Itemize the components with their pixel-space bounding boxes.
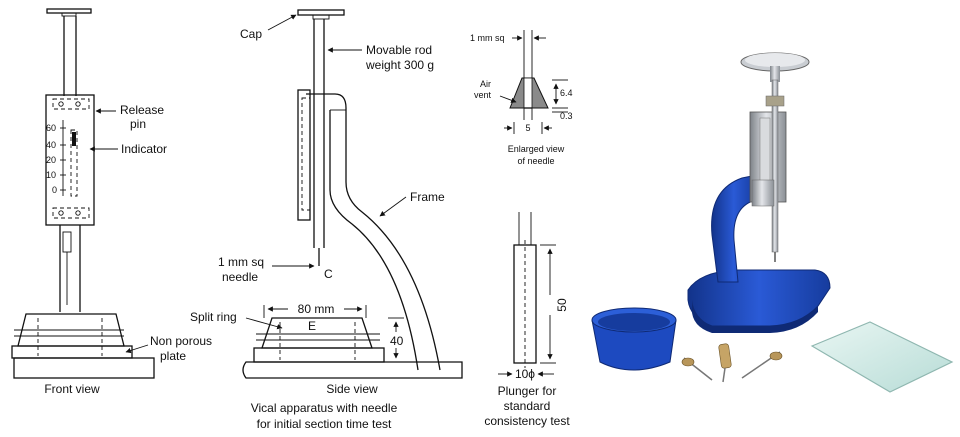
indicator-pointer: [72, 132, 76, 146]
split-ring: [261, 317, 373, 349]
release-pin-label-2: pin: [130, 117, 146, 131]
front-view: 60 40 20 10 0 Release pin Indicator Non …: [11, 8, 212, 396]
plunger-length: 50: [555, 298, 569, 312]
scale-tick-20: 20: [46, 155, 56, 165]
needle-label-1: 1 mm sq: [218, 255, 264, 269]
front-cap: [46, 8, 92, 14]
side-cap: [297, 9, 345, 16]
needle-width-label: 1 mm sq: [470, 33, 505, 43]
non-porous-label-1: Non porous: [150, 334, 212, 348]
front-base-plate: [11, 345, 133, 359]
movable-rod-label-2: weight 300 g: [365, 58, 434, 72]
needle-caption-2: of needle: [517, 156, 554, 166]
apparatus-caption-1: Vical apparatus with needle: [251, 401, 398, 415]
ring-width-dimension: 80 mm: [298, 302, 335, 316]
glass-plate: [810, 321, 954, 393]
frame-label: Frame: [410, 190, 445, 204]
scale-tick-40: 40: [46, 140, 56, 150]
side-base: [242, 361, 463, 379]
needle-label-2: needle: [222, 270, 258, 284]
frame-outer: [306, 93, 441, 371]
needle-detail: 1 mm sq Air vent 6.4 0.3 5 Enlarged view…: [470, 30, 573, 166]
air-vent-label-1: Air: [480, 79, 491, 89]
plunger-caption-3: consistency test: [484, 414, 570, 428]
needle-base-width: 5: [525, 123, 530, 133]
side-plate: [253, 347, 385, 363]
needle-height-6-4: 6.4: [560, 88, 573, 98]
movable-rod-label-1: Movable rod: [366, 43, 432, 57]
plunger-detail: 50 10ϕ Plunger for standard consistency …: [484, 212, 570, 428]
ring-letter-e: E: [308, 319, 316, 333]
ring-height-dimension: 40: [390, 334, 404, 348]
needle-point-c: C: [324, 267, 333, 281]
needle-caption-1: Enlarged view: [508, 144, 565, 154]
needle-height-0-3: 0.3: [560, 111, 573, 121]
scale-tick-0: 0: [52, 185, 57, 195]
air-vent-label-2: vent: [474, 90, 492, 100]
front-scale-box: [45, 94, 95, 226]
release-pin-label-1: Release: [120, 103, 164, 117]
side-view-caption: Side view: [326, 382, 378, 396]
side-view: 80 mm E 40 Cap Movable rod weight 300 g …: [190, 9, 463, 431]
front-view-caption: Front view: [44, 382, 100, 396]
split-ring-label: Split ring: [190, 310, 237, 324]
indicator-label: Indicator: [121, 142, 167, 156]
cap-label: Cap: [240, 27, 262, 41]
front-base: [13, 357, 155, 379]
scale-tick-60: 60: [46, 123, 56, 133]
loose-needles: [681, 343, 783, 383]
stand-arm: [711, 175, 757, 283]
apparatus-caption-2: for initial section time test: [257, 417, 392, 431]
scale-tick-10: 10: [46, 170, 56, 180]
plunger-diameter: 10ϕ: [515, 367, 535, 381]
non-porous-label-2: plate: [160, 349, 186, 363]
plunger-caption-1: Plunger for: [498, 384, 557, 398]
plunger-caption-2: standard: [504, 399, 551, 413]
apparatus-photo: [591, 52, 954, 393]
